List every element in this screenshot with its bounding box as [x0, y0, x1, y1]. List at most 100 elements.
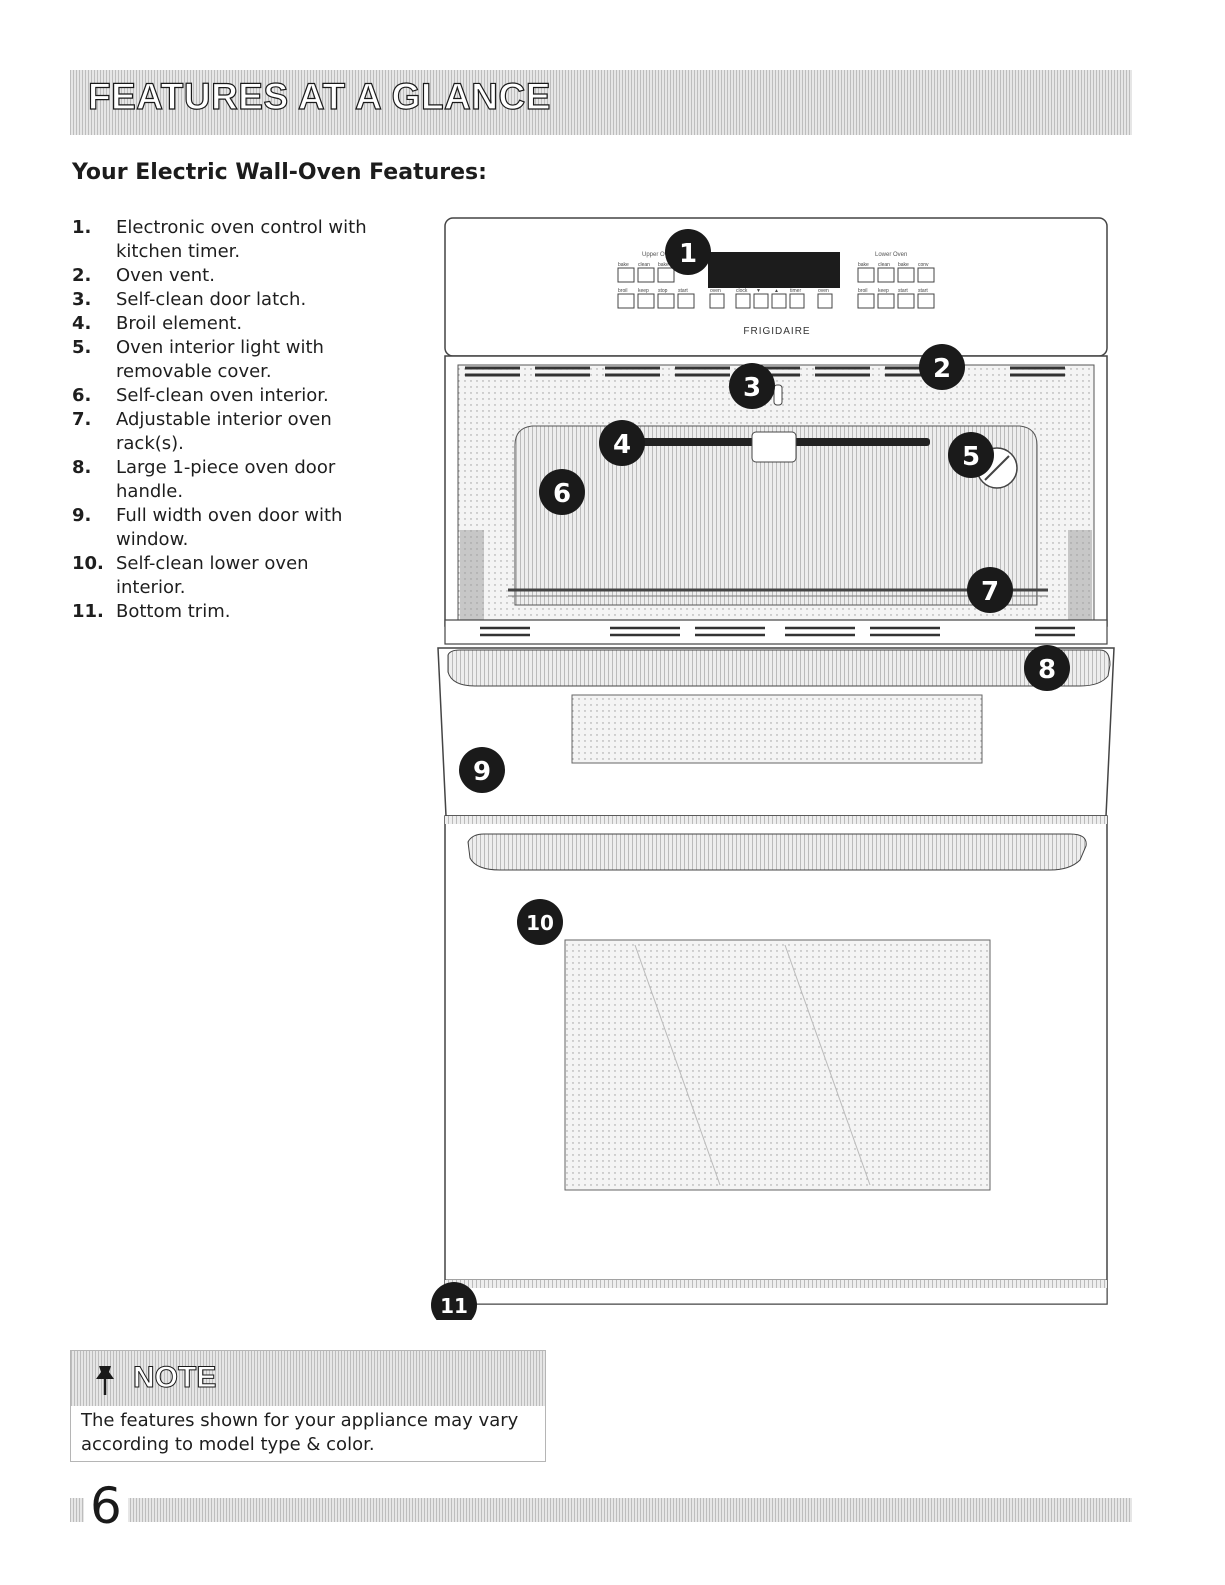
section-banner: FEATURES AT A GLANCE: [70, 70, 1132, 135]
svg-text:9: 9: [473, 757, 491, 787]
lower-door-window: [564, 939, 991, 1191]
lower-oven-label: Lower Oven: [875, 252, 907, 258]
callout-8: 8: [1024, 645, 1070, 691]
callout-4: 4: [599, 420, 645, 466]
lower-oven: [444, 815, 1108, 1305]
key-label: bake: [658, 262, 669, 268]
item-text: Full width oven door with window.: [116, 505, 343, 550]
lower-door-handle: [467, 833, 1087, 871]
item-number: 1.: [72, 217, 92, 238]
key-label: timer: [790, 288, 801, 294]
list-item: 1. Electronic oven control with kitchen t…: [72, 216, 372, 264]
list-item: 5.Oven interior light with removable cov…: [72, 336, 372, 384]
svg-text:2: 2: [933, 354, 951, 384]
key-label: start: [678, 288, 688, 294]
list-item: 7.Adjustable interior oven rack(s).: [72, 408, 372, 456]
item-number: 7.: [72, 409, 92, 430]
item-text: Self-clean lower oven interior.: [116, 553, 309, 598]
right-bottom-keys: broil keep start start: [857, 288, 935, 309]
svg-text:1: 1: [679, 239, 697, 269]
note-text: The features shown for your appliance ma…: [81, 1410, 519, 1455]
list-item: 4. Broil element.: [72, 312, 372, 336]
item-number: 9.: [72, 505, 92, 526]
key-label: keep: [638, 288, 649, 294]
oven-diagram: Upper Oven Lower Oven FRIGIDAIRE bake cl…: [431, 217, 1115, 1320]
list-item: 2. Oven vent.: [72, 264, 372, 288]
callout-11: 11: [431, 1282, 477, 1320]
brand-logo: FRIGIDAIRE: [743, 326, 810, 337]
list-item: 8. Large 1-piece oven door handle.: [72, 456, 372, 504]
key-label: clean: [638, 262, 650, 268]
list-item: 3. Self-clean door latch.: [72, 288, 372, 312]
note-header: NOTE: [71, 1351, 545, 1406]
callout-6: 6: [539, 469, 585, 515]
item-text: Oven vent.: [116, 265, 215, 286]
key-label: bake: [618, 262, 629, 268]
svg-text:3: 3: [743, 373, 761, 403]
callout-3: 3: [729, 363, 775, 409]
item-number: 11.: [72, 601, 104, 622]
footer-bar: [70, 1498, 1132, 1522]
middle-keys: oven clock ▼ ▲ timer oven: [709, 288, 833, 309]
key-label: clock: [736, 288, 748, 294]
key-label: bake: [898, 262, 909, 268]
list-item: 9. Full width oven door with window.: [72, 504, 372, 552]
upper-oven-label: Upper Oven: [642, 252, 674, 258]
section-title: FEATURES AT A GLANCE: [87, 75, 551, 117]
svg-text:6: 6: [553, 479, 571, 509]
svg-text:10: 10: [526, 911, 554, 935]
pushpin-icon: [96, 1366, 114, 1395]
callouts: 1 2 3 4 5 6 7 8 9 10 11: [431, 229, 1070, 1320]
item-text: Large 1-piece oven door handle.: [116, 457, 336, 502]
list-item: 10. Self-clean lower oven interior.: [72, 552, 372, 600]
item-text: Bottom trim.: [116, 601, 231, 622]
features-subtitle: Your Electric Wall-Oven Features:: [72, 160, 487, 185]
item-text: Self-clean door latch.: [116, 289, 307, 310]
key-label: oven: [818, 288, 829, 294]
left-bottom-keys: broil keep stop start: [617, 288, 695, 309]
upper-oven-door: [437, 647, 1115, 817]
svg-text:8: 8: [1038, 655, 1056, 685]
item-number: 4.: [72, 313, 92, 334]
key-label: keep: [878, 288, 889, 294]
door-window: [571, 694, 983, 764]
control-panel: Upper Oven Lower Oven FRIGIDAIRE bake cl…: [444, 217, 1108, 357]
list-item: 6. Self-clean oven interior.: [72, 384, 372, 408]
item-text: Self-clean oven interior.: [116, 385, 329, 406]
key-label: ▼: [756, 288, 761, 294]
note-title: NOTE: [132, 1361, 217, 1395]
svg-text:7: 7: [981, 577, 999, 607]
svg-text:11: 11: [440, 1294, 468, 1318]
key-label: clean: [878, 262, 890, 268]
key-label: stop: [658, 288, 668, 294]
item-text: Broil element.: [116, 313, 243, 334]
item-number: 10.: [72, 553, 104, 574]
svg-text:4: 4: [613, 430, 631, 460]
callout-10: 10: [517, 899, 563, 945]
right-top-keys: bake clean bake conv: [857, 262, 935, 283]
left-top-keys: bake clean bake: [617, 262, 675, 283]
item-number: 2.: [72, 265, 92, 286]
key-label: ▲: [774, 288, 779, 294]
item-number: 6.: [72, 385, 92, 406]
callout-9: 9: [459, 747, 505, 793]
broil-bracket: [751, 431, 797, 463]
display-window: [708, 252, 840, 288]
key-label: start: [918, 288, 928, 294]
key-label: conv: [918, 262, 929, 268]
callout-7: 7: [967, 567, 1013, 613]
list-item: 11. Bottom trim.: [72, 600, 372, 624]
page-number: 6: [84, 1478, 128, 1534]
key-label: oven: [710, 288, 721, 294]
note-box: NOTE The features shown for your applian…: [70, 1350, 546, 1462]
door-handle: [447, 649, 1111, 687]
item-text: Oven interior light with removable cover…: [116, 337, 324, 382]
item-number: 3.: [72, 289, 92, 310]
features-list: 1. Electronic oven control with kitchen t…: [72, 216, 372, 624]
item-text: Electronic oven control with kitchen tim…: [116, 217, 367, 262]
callout-1: 1: [665, 229, 711, 275]
key-label: start: [898, 288, 908, 294]
item-number: 8.: [72, 457, 92, 478]
door-latch: [773, 384, 783, 406]
callout-5: 5: [948, 432, 994, 478]
